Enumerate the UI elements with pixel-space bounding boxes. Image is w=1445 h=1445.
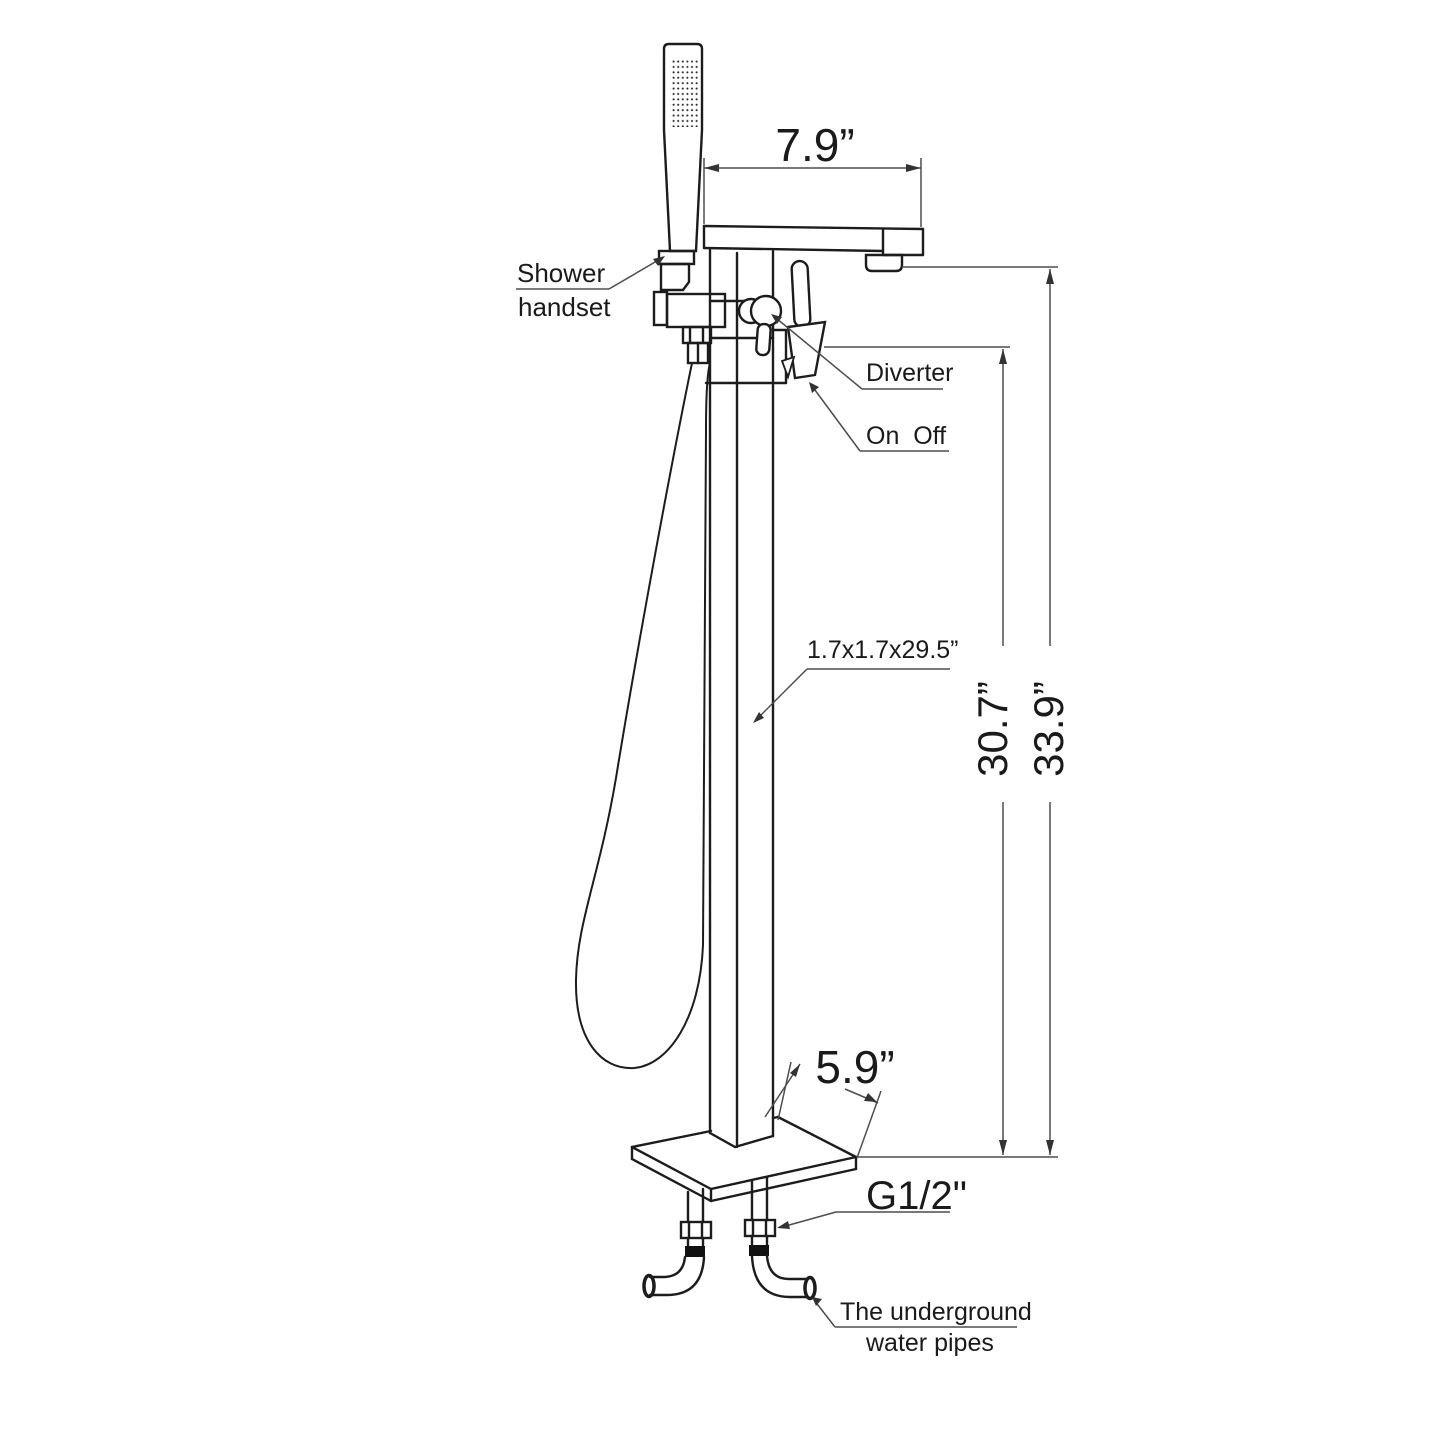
pipe-open-end-left — [642, 1273, 656, 1299]
label-underground-line1: The underground — [840, 1298, 1032, 1326]
leader-underground-pipes — [812, 1297, 1017, 1328]
dim-overall-height-lines — [902, 266, 1058, 1155]
dim-thread-size: G1/2" — [866, 1174, 967, 1218]
dimension-lines — [516, 158, 1058, 1328]
dim-base-plate: 5.9” — [815, 1041, 895, 1093]
handset-bracket — [652, 290, 727, 365]
label-diverter: Diverter — [866, 359, 954, 387]
dim-spout-reach: 7.9” — [775, 119, 855, 171]
label-on-off: On Off — [866, 422, 947, 450]
spout-nozzle — [864, 253, 904, 273]
diverter-handle — [780, 259, 827, 380]
leader-diverter — [771, 314, 943, 390]
tub-spout — [702, 224, 925, 273]
supply-pipes — [642, 1176, 817, 1301]
base-plate — [630, 1115, 858, 1203]
leader-thread — [777, 1211, 950, 1229]
on-off-handle — [737, 294, 783, 357]
faucet-column — [704, 248, 788, 1149]
dim-spout-reach-lines — [703, 158, 922, 227]
leader-shower-handset — [516, 256, 665, 290]
label-shower-handset-line1: Shower — [517, 258, 606, 288]
pipe-band-right — [749, 1245, 769, 1256]
label-underground-line2: water pipes — [866, 1329, 994, 1357]
leader-column-size — [753, 668, 950, 723]
dim-base-plate-lines — [764, 1061, 882, 1159]
dim-handle-height-lines — [824, 346, 1010, 1155]
spray-face-texture — [670, 59, 699, 127]
pipe-open-end-right — [803, 1275, 817, 1301]
shower-handset — [657, 42, 704, 292]
leader-on-off — [809, 382, 949, 452]
label-column-size: 1.7x1.7x29.5” — [807, 636, 959, 664]
dim-height-to-handle: 30.7” — [969, 681, 1016, 777]
pipe-band-left — [685, 1246, 705, 1257]
shower-hose — [574, 362, 711, 1070]
dim-overall-height: 33.9” — [1025, 681, 1072, 777]
label-shower-handset-line2: handset — [518, 292, 611, 322]
